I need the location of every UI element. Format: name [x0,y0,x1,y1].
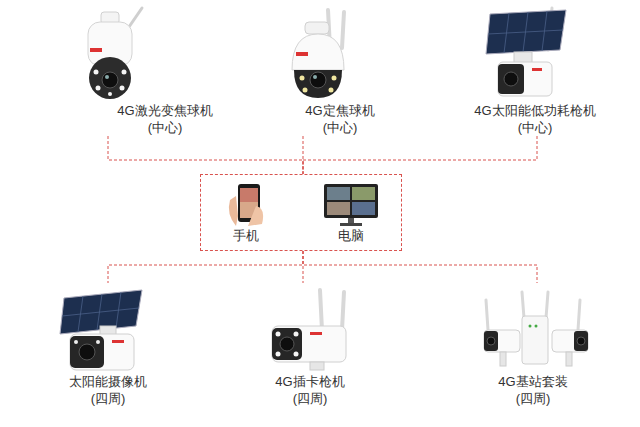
dashed-connector [303,251,537,283]
device-location: (中心) [270,119,410,136]
bullet-camera-picture [272,290,346,370]
device-name: 4G激光变焦球机 [95,102,235,119]
device-name: 4G定焦球机 [270,102,410,119]
ptz-camera-picture [88,8,142,99]
dashed-connector [303,251,304,283]
camera-label-box: 4G激光变焦球机(中心) [95,102,235,136]
terminal-group-box: 手机 电脑 [200,174,402,251]
dashed-connector [108,251,303,283]
camera-label-box: 4G定焦球机(中心) [270,102,410,136]
terminal-label-box: 手机 [211,227,281,244]
dome-camera-picture [292,10,344,98]
device-location: (四周) [463,390,603,407]
device-location: (中心) [95,119,235,136]
dashed-connector [303,136,537,174]
device-name: 4G太阳能低功耗枪机 [455,102,615,119]
solar-camera-picture [60,290,142,370]
terminal-label-box: 电脑 [316,227,386,244]
device-name: 手机 [211,227,281,244]
device-name: 太阳能摄像机 [40,373,176,390]
device-name: 4G基站套装 [463,373,603,390]
solar-bullet-camera-picture [486,8,566,96]
camera-label-box: 4G太阳能低功耗枪机(中心) [455,102,615,136]
phone-picture [229,184,263,226]
camera-label-box: 太阳能摄像机(四周) [40,283,176,407]
device-location: (四周) [240,390,380,407]
device-location: (中心) [455,119,615,136]
device-location: (四周) [40,390,176,407]
camera-label-box: 4G基站套装(四周) [463,283,603,407]
dashed-connector [108,136,303,174]
camera-label-box: 4G插卡枪机(四周) [240,283,380,407]
device-name: 电脑 [316,227,386,244]
computer-picture [324,184,378,226]
base-station-kit-picture [484,292,588,366]
device-name: 4G插卡枪机 [240,373,380,390]
